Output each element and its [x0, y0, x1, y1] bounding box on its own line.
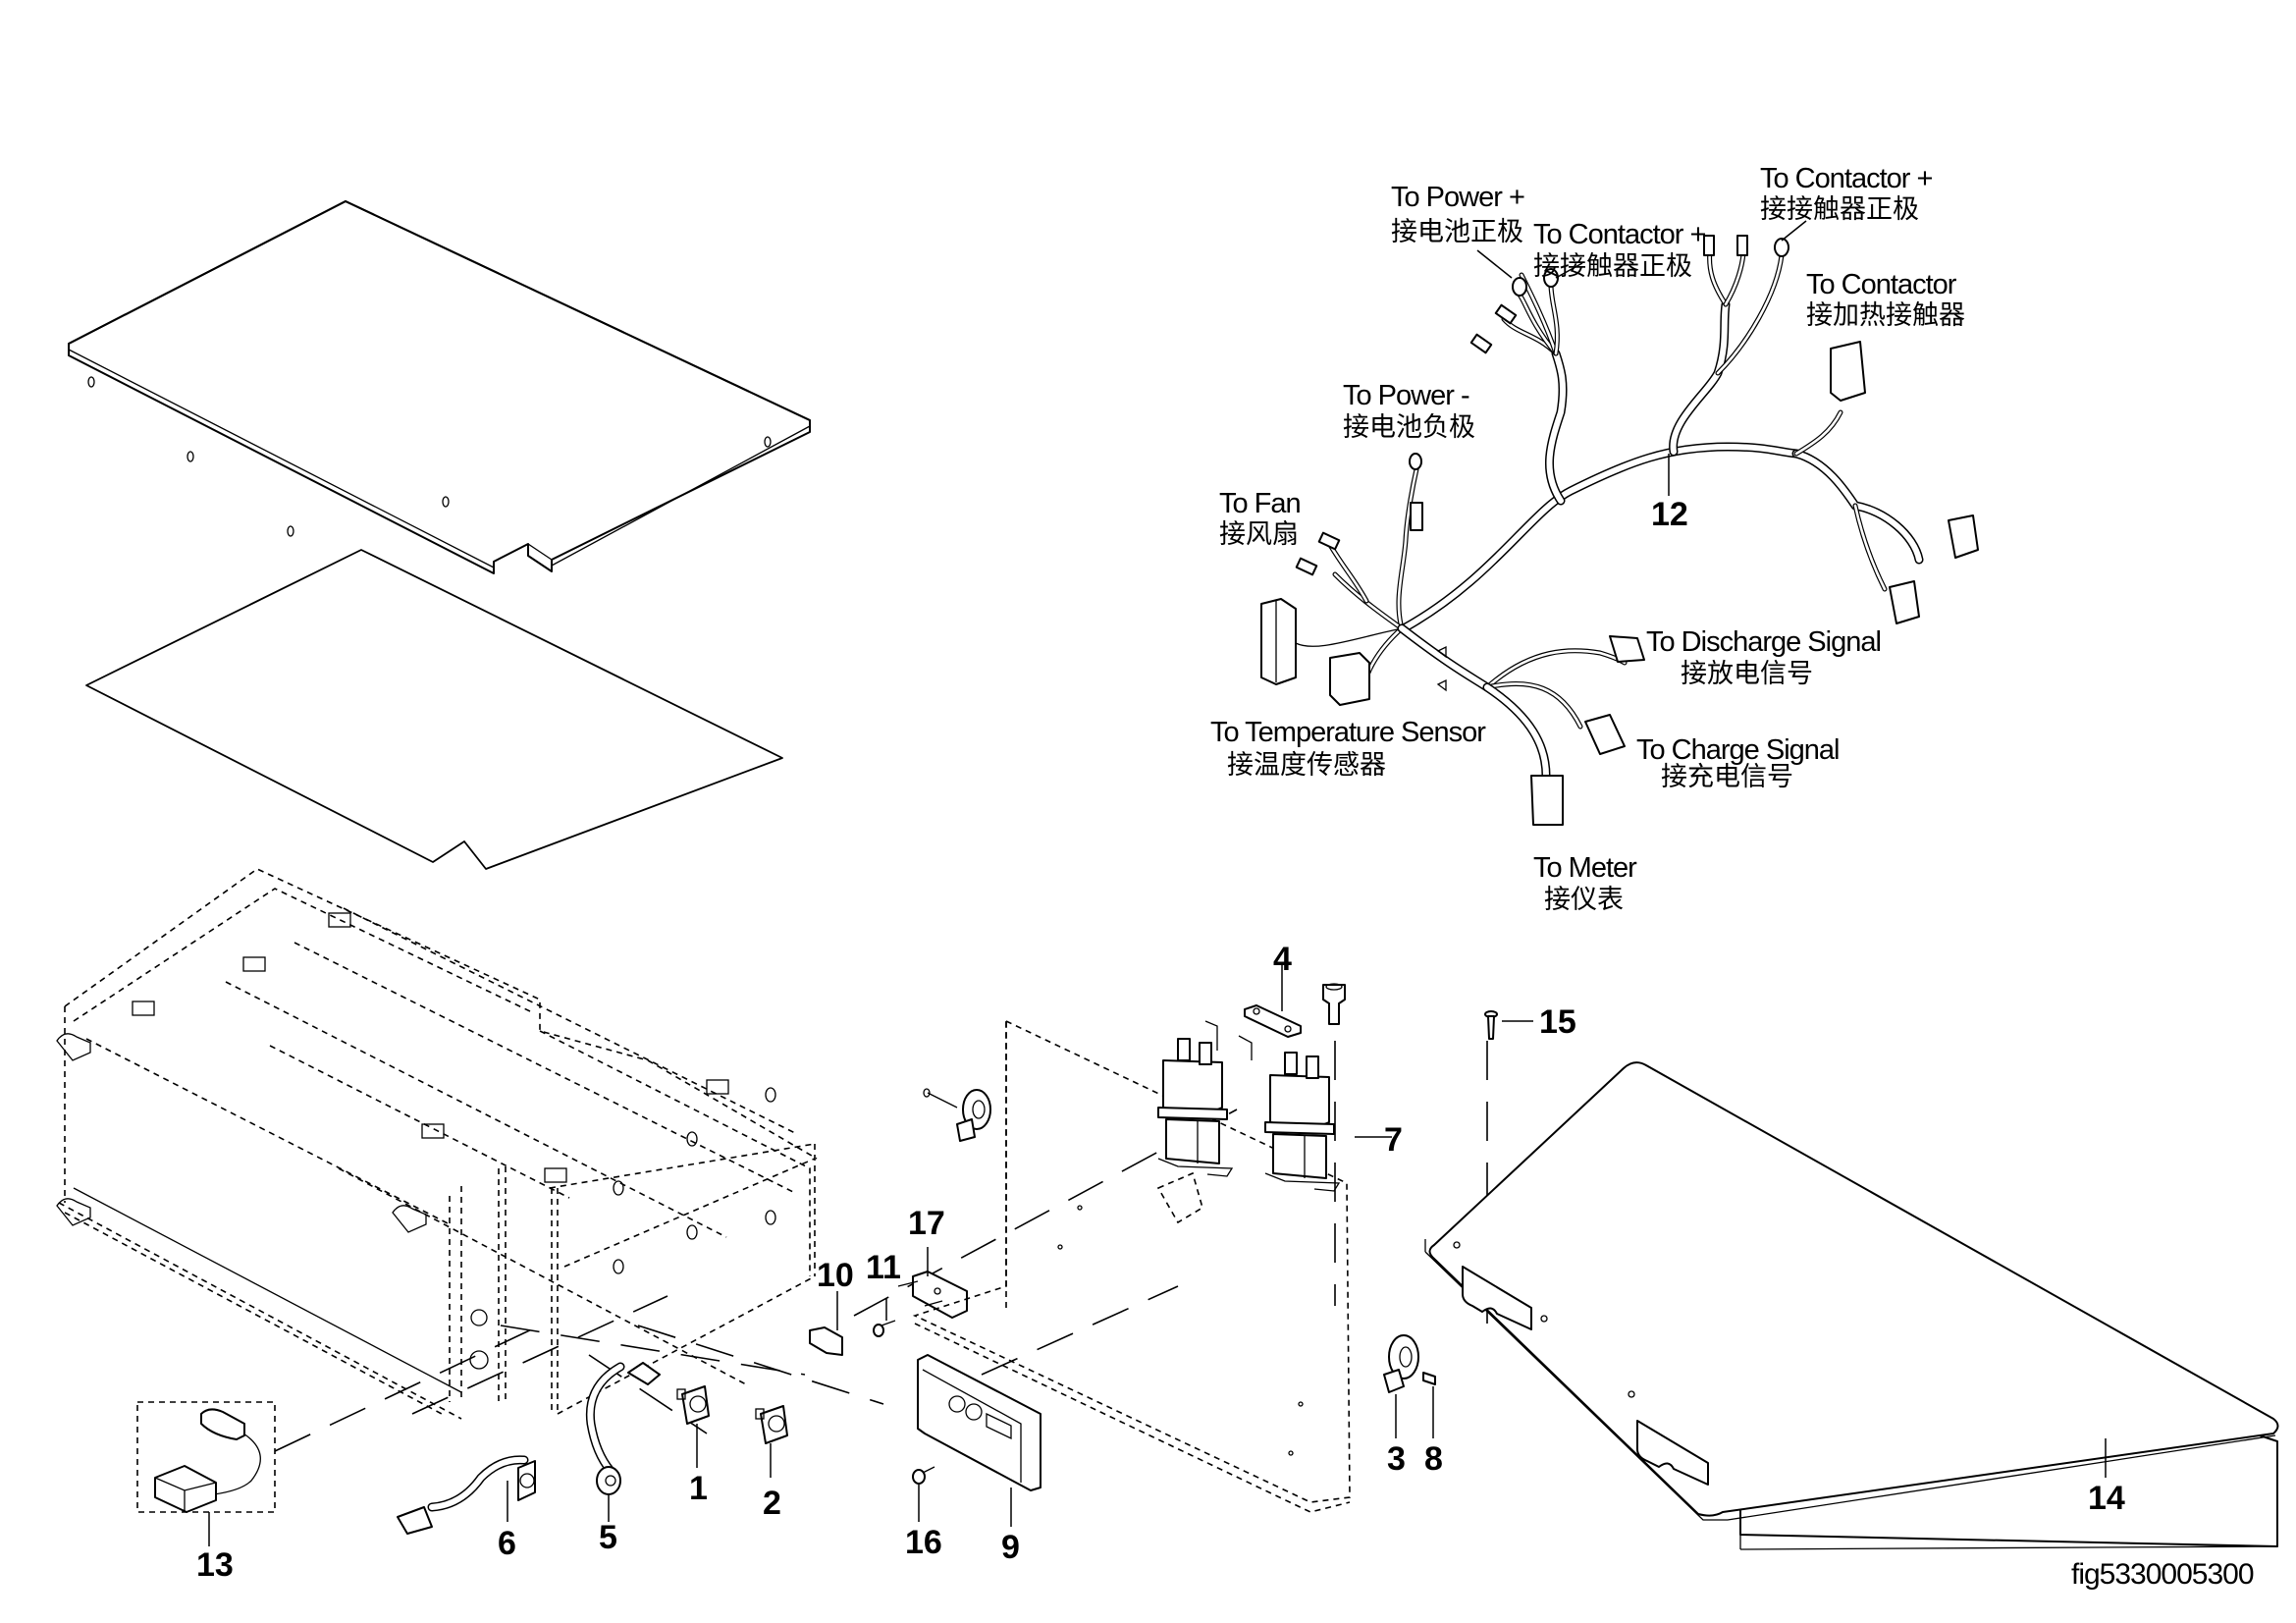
callout-to-heater-contactor: To Contactor 接加热接触器: [1806, 269, 1965, 331]
part-7-contactor-right: [1264, 1052, 1341, 1192]
callout-to-meter: To Meter 接仪表: [1533, 852, 1638, 915]
part-15-screw: [1484, 1010, 1498, 1040]
svg-text:To Meter: To Meter: [1533, 852, 1637, 884]
part-number-5: 5: [599, 1519, 617, 1556]
part-5-harness-plug: [585, 1362, 661, 1495]
part-number-7: 7: [1384, 1121, 1403, 1159]
insulating-sheet: [85, 549, 783, 870]
svg-text:接接触器正极: 接接触器正极: [1760, 194, 1919, 225]
callout-leaders: [208, 220, 2107, 1546]
svg-text:接仪表: 接仪表: [1544, 885, 1624, 915]
part-6-wire-socket: [397, 1455, 536, 1535]
part-number-15: 15: [1539, 1003, 1576, 1041]
part-14-base-tray: [1424, 1061, 2279, 1550]
callout-to-fan: To Fan 接风扇: [1219, 488, 1302, 550]
part-3-current-sensor-upper: [923, 1088, 991, 1142]
part-number-13: 13: [196, 1546, 234, 1584]
part-1-panel-socket: [676, 1385, 710, 1425]
part-7-contactor-left: [1157, 1038, 1234, 1177]
svg-text:接充电信号: 接充电信号: [1661, 762, 1793, 792]
callout-to-contactor-positive-2: To Contactor + 接接触器正极: [1760, 163, 1933, 225]
part-13-sensor-module: [136, 1401, 276, 1513]
part-10-busbar-clip: [809, 1326, 843, 1356]
svg-text:接风扇: 接风扇: [1219, 519, 1299, 550]
callout-to-power-positive: To Power + 接电池正极: [1391, 182, 1525, 247]
svg-text:To Power -: To Power -: [1343, 380, 1469, 411]
part-9-controller: [917, 1354, 1041, 1491]
part-3-current-sensor: [1383, 1334, 1419, 1393]
part-number-10: 10: [817, 1257, 854, 1294]
svg-text:接电池正极: 接电池正极: [1391, 217, 1523, 247]
part-16-bolt: [912, 1466, 935, 1485]
callout-to-discharge-signal: To Discharge Signal 接放电信号: [1646, 626, 1882, 689]
part-number-4: 4: [1273, 941, 1292, 978]
part-number-2: 2: [763, 1485, 781, 1522]
part-number-17: 17: [908, 1205, 945, 1242]
part-12-wiring-harness: [1260, 235, 1979, 826]
part-8-pin: [1422, 1372, 1436, 1385]
battery-box-lid: [68, 200, 811, 574]
svg-text:To Temperature Sensor: To Temperature Sensor: [1210, 717, 1486, 748]
svg-text:To Power +: To Power +: [1391, 182, 1524, 213]
part-4-busbar-link: [1204, 1004, 1302, 1060]
part-17-fuse-holder: [897, 1271, 968, 1319]
mounting-plate: [912, 1019, 1351, 1513]
svg-text:接放电信号: 接放电信号: [1681, 659, 1813, 689]
svg-text:To Discharge Signal: To Discharge Signal: [1646, 626, 1881, 658]
svg-text:To Contactor +: To Contactor +: [1533, 219, 1705, 250]
svg-text:To Contactor +: To Contactor +: [1760, 163, 1932, 194]
svg-text:接接触器正极: 接接触器正极: [1533, 251, 1692, 282]
part-11-screw: [873, 1320, 896, 1337]
part-number-1: 1: [689, 1470, 708, 1507]
part-number-16: 16: [905, 1524, 942, 1561]
callout-to-charge-signal: To Charge Signal 接充电信号: [1636, 734, 1840, 792]
svg-text:To Charge Signal: To Charge Signal: [1636, 734, 1839, 766]
part-number-12: 12: [1651, 496, 1688, 533]
callout-to-contactor-positive-1: To Contactor + 接接触器正极: [1533, 219, 1706, 282]
part-2-panel-socket: [755, 1405, 788, 1444]
part-number-11: 11: [866, 1249, 901, 1286]
part-number-9: 9: [1001, 1529, 1020, 1566]
part-number-labels: 1 2 3 4 5 6 7 8 9 10 11 12 13 14 15 16 1…: [196, 496, 2125, 1584]
battery-box: [56, 868, 818, 1420]
svg-text:接加热接触器: 接加热接触器: [1806, 300, 1965, 331]
contactor-bolt: [1322, 983, 1346, 1025]
part-number-8: 8: [1424, 1440, 1443, 1478]
svg-text:接电池负极: 接电池负极: [1343, 412, 1475, 443]
svg-text:接温度传感器: 接温度传感器: [1227, 750, 1386, 781]
svg-text:To Contactor: To Contactor: [1806, 269, 1957, 300]
figure-id: fig5330005300: [2071, 1558, 2254, 1591]
part-number-6: 6: [498, 1525, 516, 1562]
callout-to-temperature-sensor: To Temperature Sensor 接温度传感器: [1210, 717, 1487, 781]
part-number-14: 14: [2088, 1480, 2125, 1517]
callout-to-power-negative: To Power - 接电池负极: [1343, 380, 1475, 443]
svg-text:To Fan: To Fan: [1219, 488, 1301, 519]
part-number-3: 3: [1387, 1440, 1406, 1478]
